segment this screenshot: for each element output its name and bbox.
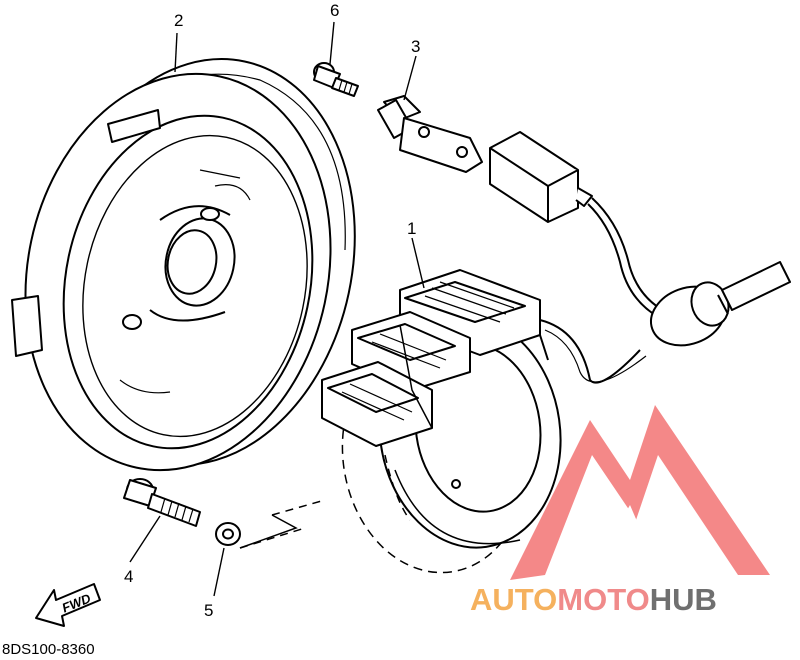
fwd-label: FWD	[60, 590, 94, 615]
callout-2: 2	[174, 11, 183, 30]
pickup-coil	[377, 95, 483, 173]
leader-lines	[129, 21, 425, 597]
callout-3: 3	[411, 37, 420, 56]
wire-grommet	[650, 261, 791, 347]
watermark-logo	[510, 405, 770, 580]
callout-5: 5	[204, 601, 213, 620]
alignment-lines	[239, 454, 411, 549]
bolt-small	[313, 62, 359, 97]
wire-harness	[587, 197, 667, 319]
callout-6: 6	[330, 1, 339, 20]
watermark-text: AUTOMOTOHUB	[470, 582, 717, 617]
callout-4: 4	[124, 567, 133, 586]
wire-connector	[489, 131, 593, 223]
stator-assembly	[321, 269, 647, 574]
watermark-auto: AUTO	[470, 582, 557, 617]
rotor-flywheel	[11, 58, 356, 472]
part-code: 8DS100-8360	[2, 641, 95, 658]
fwd-arrow: FWD	[35, 583, 101, 627]
bolt-long	[123, 478, 201, 527]
triangle-logo-icon	[510, 405, 770, 580]
watermark-moto: MOTO	[557, 582, 649, 617]
bracket-lines	[239, 514, 298, 549]
watermark-hub: HUB	[650, 582, 717, 617]
callout-1: 1	[407, 219, 416, 238]
washer	[215, 522, 241, 546]
arrow-icon	[35, 583, 101, 627]
